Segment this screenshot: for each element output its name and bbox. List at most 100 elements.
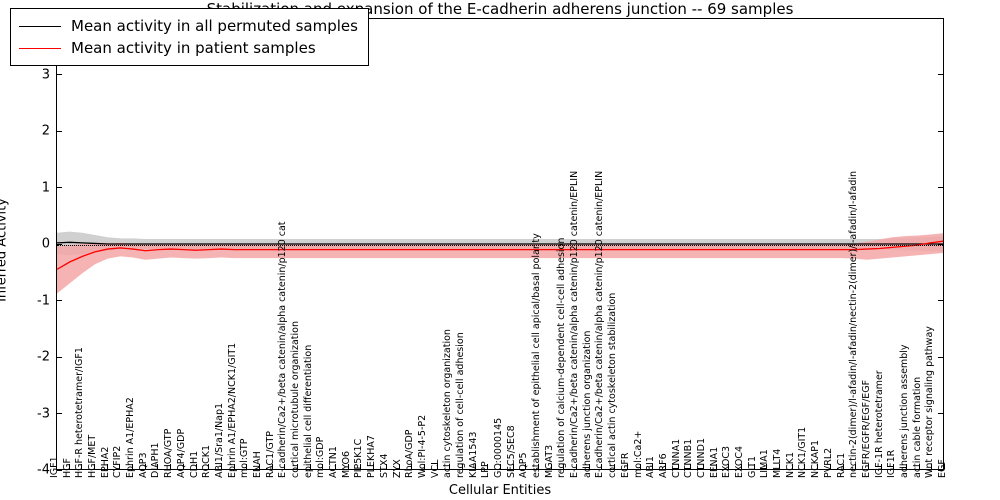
x-axis-tick-mark <box>423 464 425 469</box>
x-axis-tick-label: GO:0000145 <box>493 417 504 478</box>
y-axis-tick-mark <box>57 413 62 414</box>
x-axis-tick-label: IGF1 <box>49 456 60 478</box>
x-axis-tick-mark <box>411 464 413 469</box>
x-axis-tick-label: VCL <box>429 459 441 478</box>
x-axis-tick-mark <box>893 464 895 469</box>
y-axis-tick-label: -1 <box>37 293 50 308</box>
x-axis-tick-mark <box>639 464 641 469</box>
x-axis-tick-label: ENAH <box>251 451 263 478</box>
x-axis-tick-mark <box>322 464 324 469</box>
x-axis-tick-mark <box>309 464 311 469</box>
y-axis-tick-mark <box>57 130 62 132</box>
x-axis-tick-mark <box>474 464 476 469</box>
legend-swatch-patient <box>19 47 61 49</box>
x-axis-tick-label: Wol:PI-4-5-P2 <box>416 414 428 478</box>
x-axis-tick-label: CYFIP2 <box>112 445 124 478</box>
y-axis-tick-mark <box>57 300 62 301</box>
y-axis-tick-mark <box>938 74 943 75</box>
x-axis-tick-label: MYO6 <box>340 450 352 478</box>
x-axis-tick-mark <box>563 464 565 469</box>
x-axis-tick-mark <box>106 464 108 469</box>
series-layer <box>57 231 943 294</box>
x-axis-tick-mark <box>208 464 210 469</box>
x-axis-tick-mark <box>170 464 172 469</box>
x-axis-tick-mark <box>804 464 806 469</box>
x-axis-tick-label: epithelial cell differentiation <box>302 344 314 478</box>
y-axis-tick-mark <box>57 243 62 245</box>
x-axis-tick-label: ROCK1 <box>201 445 213 478</box>
zero-line <box>57 245 943 247</box>
x-axis-tick-label: IGF-1R heterotetramer <box>873 370 885 478</box>
y-axis-tick-mark <box>57 187 62 188</box>
x-axis-tick-label: adherens junction assembly <box>898 344 910 478</box>
x-axis-tick-label: regulation of calcium-dependent cell-cel… <box>556 237 568 478</box>
x-axis-tick-mark <box>576 464 578 469</box>
x-axis-tick-label: adherens junction organization <box>581 330 593 478</box>
x-axis-tick-label: RhoA/GDP <box>404 429 416 478</box>
y-axis-tick-mark <box>938 469 943 471</box>
y-axis-tick-mark <box>938 356 943 358</box>
legend: Mean activity in all permuted samples Me… <box>10 8 369 66</box>
x-axis-tick-label: EGFR <box>619 452 631 478</box>
x-axis-tick-mark <box>500 464 501 469</box>
x-axis-tick-mark <box>195 464 197 469</box>
confidence-band <box>57 233 943 294</box>
x-axis-tick-mark <box>56 464 57 469</box>
x-axis-tick-mark <box>538 464 540 469</box>
x-axis-tick-mark <box>385 464 387 469</box>
x-axis-tick-mark <box>220 464 222 469</box>
y-axis-tick-mark <box>57 356 62 358</box>
x-axis-tick-label: PVRL2 <box>822 447 834 478</box>
x-axis-tick-mark <box>347 464 349 469</box>
x-axis-tick-mark <box>779 464 781 469</box>
x-axis-tick-mark <box>487 464 489 469</box>
x-axis-tick-label: IGF1R <box>886 449 898 478</box>
x-axis-tick-label: GIT1 <box>746 455 758 478</box>
x-axis-tick-mark <box>664 464 666 469</box>
x-axis-tick-mark <box>715 464 717 469</box>
y-axis-tick-mark <box>57 469 62 471</box>
x-axis-tick-mark <box>905 464 907 469</box>
x-axis-tick-mark <box>512 464 514 469</box>
y-axis-tick-mark <box>938 413 943 414</box>
x-axis-tick-mark <box>233 464 235 469</box>
x-axis-tick-label: mol:GDP <box>315 436 327 478</box>
y-axis-tick-mark <box>938 187 943 188</box>
y-axis-tick-label: 0 <box>41 236 50 252</box>
x-axis-tick-label: KIAA1543 <box>467 431 479 478</box>
x-axis-tick-label: Wnt receptor signaling pathway <box>924 326 936 478</box>
x-axis-tick-label: EPHA2 <box>99 446 111 478</box>
x-axis-tick-label: HGF/MET <box>87 434 99 478</box>
x-axis-tick-label: EGF <box>937 459 948 478</box>
x-axis-tick-label: mol:Ca2+ <box>632 430 644 478</box>
x-axis-tick-label: EXOC3 <box>721 445 733 478</box>
x-axis-tick-label: HGF <box>61 458 73 478</box>
legend-item-patient: Mean activity in patient samples <box>19 37 358 59</box>
x-axis-tick-mark <box>68 464 70 469</box>
x-axis-tick-label: ARF6 <box>657 453 669 478</box>
x-axis-tick-label: NCK1/GIT1 <box>797 426 809 478</box>
x-axis-tick-label: cortical actin cytoskeleton stabilizatio… <box>607 292 619 478</box>
x-axis-tick-label: SEC5/SEC8 <box>505 425 517 478</box>
x-axis-tick-label: MGAT3 <box>543 444 555 478</box>
x-axis-tick-label: ABI1/Sra1/Nap1 <box>213 402 225 478</box>
x-axis-tick-label: EXOC4 <box>734 445 746 478</box>
y-axis-tick-label: -2 <box>37 349 50 365</box>
x-axis-tick-mark <box>601 464 603 469</box>
x-axis-tick-label: CTNNB1 <box>683 438 695 478</box>
x-axis-tick-mark <box>817 464 819 469</box>
x-axis-tick-mark <box>360 464 362 469</box>
x-axis-tick-mark <box>373 464 375 469</box>
x-axis-tick-mark <box>931 464 933 469</box>
x-axis-tick-label: DIAPH1 <box>150 442 162 478</box>
x-axis-tick-mark <box>614 464 616 469</box>
x-axis-tick-mark <box>588 464 590 469</box>
y-axis-tick-label: 1 <box>41 180 50 195</box>
x-axis-tick-mark <box>398 464 400 469</box>
x-axis-tick-label: Ephrin A1/EPHA2 <box>125 397 137 478</box>
x-axis-tick-label: PIP5K1C <box>353 438 365 478</box>
x-axis-tick-mark <box>918 464 920 469</box>
x-axis-tick-label: E-cadherin/Ca2+/beta catenin/alpha caten… <box>569 170 581 478</box>
y-axis-tick-mark <box>57 74 62 75</box>
x-axis-tick-label: NCKAP1 <box>810 439 822 478</box>
